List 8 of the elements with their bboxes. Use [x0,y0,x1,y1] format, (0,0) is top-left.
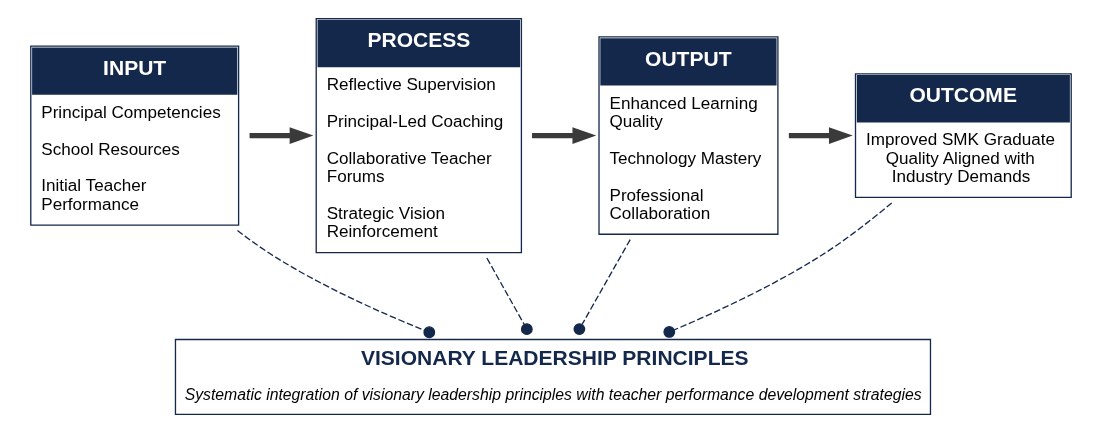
connector [485,257,533,336]
arrow [788,127,853,144]
arrow [531,127,596,144]
connector [662,202,892,338]
connector [236,229,435,339]
connector [572,238,631,336]
node-box: VISIONARY LEADERSHIP PRINCIPLES Systematic integration of visionary leadership principles with teacher performance development strategies [174,338,931,416]
arrow [249,127,313,144]
